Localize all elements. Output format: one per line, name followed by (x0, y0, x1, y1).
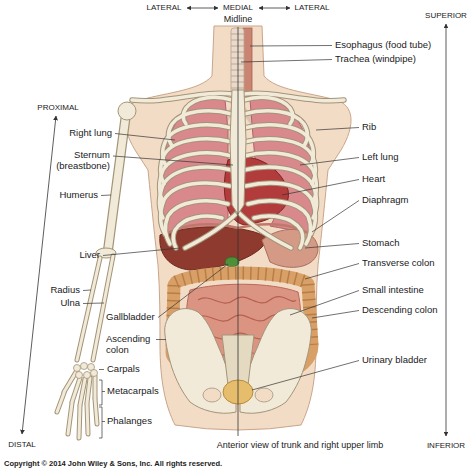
bracket (99, 380, 105, 405)
bone-label: Ulna (60, 298, 80, 309)
carpal-bone (76, 372, 83, 379)
direction-arrow (259, 8, 290, 9)
organ-label: Small intestine (362, 285, 424, 296)
leader-line (250, 45, 332, 47)
organ-label: Urinary bladder (362, 355, 427, 366)
carpal-bone (74, 365, 81, 372)
leader-line (312, 201, 359, 233)
leader-line (83, 303, 104, 305)
midline (238, 27, 239, 436)
forearm-hand-bones (57, 256, 113, 438)
organ-label: Descending colon (362, 305, 438, 316)
organ-label: Gallbladder (106, 312, 155, 323)
organ-label: Esophagus (food tube) (335, 40, 431, 51)
direction-term: DISTAL (8, 440, 35, 449)
leader-line (113, 156, 233, 165)
transverse-colon-organ (176, 273, 306, 282)
organ-label: Left lung (362, 152, 398, 163)
gallbladder-organ (225, 257, 239, 267)
rib-cage (132, 93, 238, 248)
bone-label: Rib (362, 122, 376, 133)
organ-label: Diaphragm (362, 195, 408, 206)
leader-line (305, 264, 359, 280)
leader-line (282, 180, 359, 196)
organ-label: Right lung (69, 128, 112, 139)
leader-line (99, 369, 104, 370)
midline-label: Midline (224, 14, 253, 24)
leader-line (83, 290, 91, 292)
leader-line (156, 339, 166, 340)
leader-line (158, 264, 228, 318)
bone-label: Humerus (59, 190, 98, 201)
direction-term: PROXIMAL (37, 103, 78, 112)
direction-arrow (187, 8, 218, 9)
leader-line (300, 158, 359, 166)
direction-term: SUPERIOR (425, 11, 467, 20)
direction-term: LATERAL (147, 3, 182, 12)
bone-label: Sternum (breastbone) (50, 150, 110, 172)
leader-line (241, 60, 332, 63)
leader-line (252, 361, 359, 391)
organ-label: Transverse colon (362, 258, 435, 269)
bone-label: Carpals (107, 364, 140, 375)
leader-line (115, 134, 175, 141)
bone-label: Phalanges (107, 416, 152, 427)
rib-cage (238, 93, 344, 248)
carpal-bone (91, 370, 98, 377)
leader-line (316, 128, 359, 131)
bone-label: Metacarpals (107, 386, 159, 397)
direction-term: LATERAL (295, 3, 330, 12)
direction-arrow (446, 24, 447, 436)
obturator-foramen (203, 388, 221, 402)
leader-line (312, 311, 359, 319)
direction-arrow (22, 116, 56, 434)
bracket (99, 407, 105, 438)
bone-label: Radius (50, 285, 80, 296)
leader-line (101, 195, 111, 197)
leader-line (103, 248, 180, 256)
figure-caption: Anterior view of trunk and right upper l… (217, 440, 384, 450)
organ-label: Liver (79, 250, 100, 261)
forearm-hand-bones (57, 256, 113, 438)
humerus-head (118, 102, 136, 120)
leader-line (290, 291, 359, 316)
organ-label: Trachea (windpipe) (335, 54, 416, 65)
rib-cage (238, 93, 344, 248)
carpal-bone (81, 363, 88, 370)
direction-term: MEDIAL (223, 3, 253, 12)
direction-term: INFERIOR (427, 441, 465, 450)
carpal-bone (84, 372, 91, 379)
leader-line (305, 244, 359, 249)
organ-label: Heart (362, 174, 385, 185)
copyright-note: Copyright © 2014 John Wiley & Sons, Inc.… (4, 460, 222, 469)
rib-cage (132, 93, 238, 248)
organ-label: Ascending colon (106, 334, 154, 356)
organ-label: Stomach (362, 238, 400, 249)
